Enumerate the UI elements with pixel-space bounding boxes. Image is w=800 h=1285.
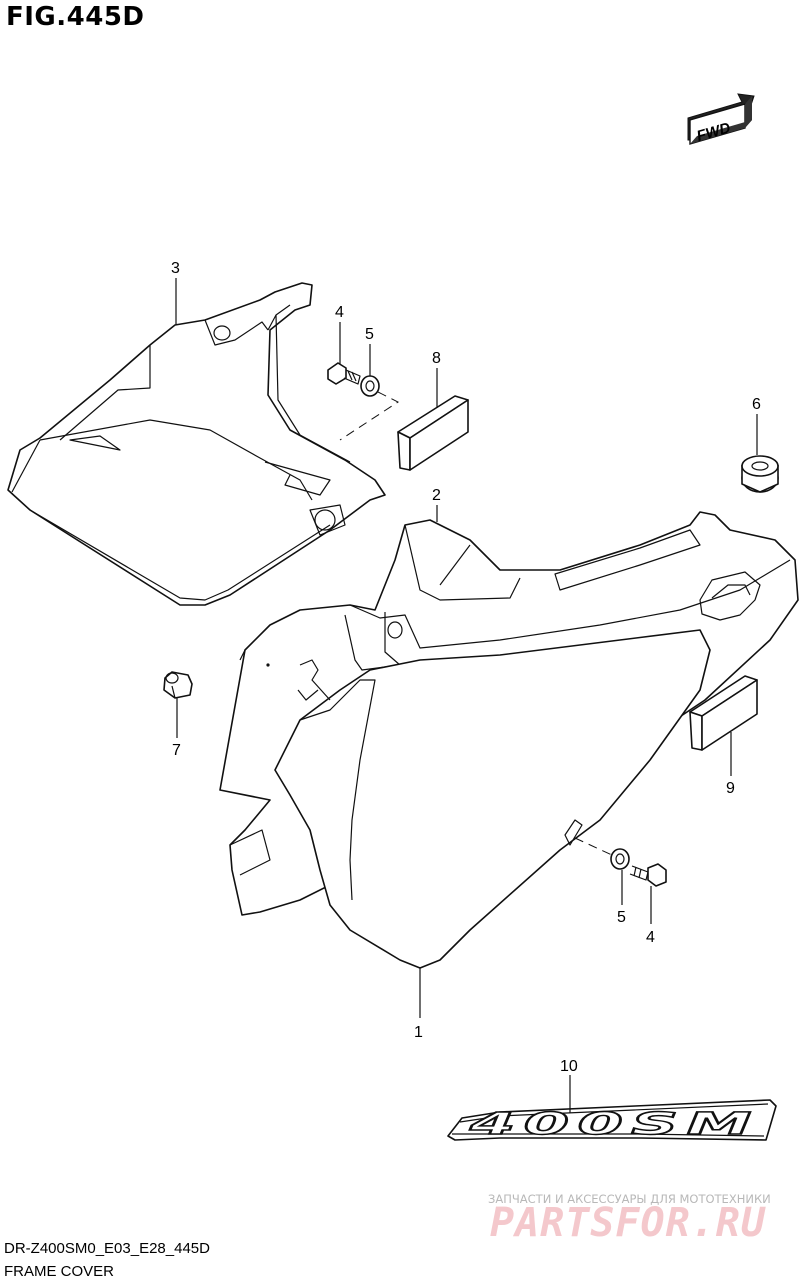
part-grommet-right[interactable] (741, 455, 779, 493)
part-frame-cover-upper[interactable] (7, 282, 386, 606)
callout-4-upper: 4 (335, 304, 344, 321)
diagram-name: FRAME COVER (4, 1263, 115, 1280)
part-bolt-upper[interactable] (327, 362, 361, 385)
part-washer-lower[interactable] (610, 848, 630, 870)
part-emblem-400sm[interactable]: 400SM (447, 1099, 777, 1143)
callout-4-lower: 4 (646, 929, 655, 946)
part-side-cover[interactable] (274, 629, 711, 969)
diagram-code: DR-Z400SM0_E03_E28_445D (4, 1240, 210, 1257)
figure-title: FIG.445D (6, 2, 145, 32)
callout-8: 8 (432, 350, 441, 367)
part-pad-lower[interactable] (689, 675, 758, 751)
part-washer-upper[interactable] (360, 375, 380, 397)
part-pad-upper[interactable] (397, 395, 469, 471)
watermark-subtitle: ЗАПЧАСТИ И АКСЕССУАРЫ ДЛЯ МОТОТЕХНИКИ (488, 1192, 771, 1206)
callout-6: 6 (752, 396, 761, 413)
assembly-line-lower (574, 837, 613, 856)
emblem-text: 400SM (468, 1107, 760, 1142)
callout-7: 7 (172, 742, 181, 759)
assembly-line-upper (339, 391, 400, 441)
callout-10: 10 (560, 1058, 578, 1075)
part-grommet-left[interactable] (163, 671, 193, 699)
callout-1: 1 (414, 1024, 423, 1041)
part-bolt-lower[interactable] (629, 863, 667, 887)
leader-lines (175, 278, 758, 1113)
watermark-brand: PARTSFOR.RU (490, 1200, 766, 1246)
callout-2: 2 (432, 487, 441, 504)
callout-5-upper: 5 (365, 326, 374, 343)
callout-3: 3 (171, 260, 180, 277)
callout-labels: 1 2 3 4 5 6 7 8 9 5 4 10 (171, 260, 761, 1075)
callout-5-lower: 5 (617, 909, 626, 926)
callout-9: 9 (726, 780, 735, 797)
fwd-arrow-icon: FWD (687, 93, 755, 145)
